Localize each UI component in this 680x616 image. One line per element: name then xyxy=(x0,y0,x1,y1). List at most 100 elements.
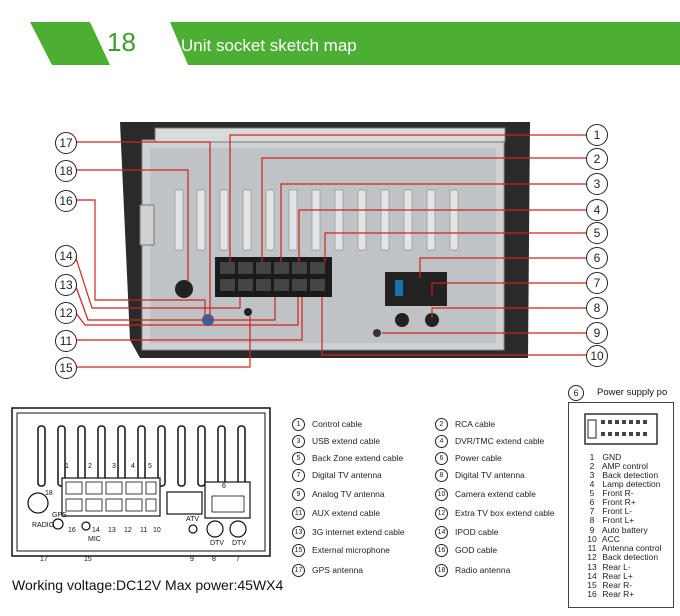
callout-13: 13 xyxy=(55,274,77,296)
callout-1: 1 xyxy=(586,124,608,146)
page-title: Unit socket sketch map xyxy=(181,36,357,55)
section-number: 18 xyxy=(107,27,136,57)
sketch-num-2: 2 xyxy=(88,463,92,470)
psu-pin-13: 13 Rear L- xyxy=(587,562,631,572)
callout-17: 17 xyxy=(55,132,77,154)
callout-8: 8 xyxy=(586,297,608,319)
psu-pin-9: 9 Auto battery xyxy=(589,525,648,535)
callout-18: 18 xyxy=(55,160,77,182)
callout-3: 3 xyxy=(586,173,608,195)
sketch-gps-port xyxy=(52,518,64,530)
sketch-atv-port xyxy=(188,524,198,534)
power-connector xyxy=(385,272,447,306)
callout-7: 7 xyxy=(586,272,608,294)
psu-pin-15: 15 Rear R- xyxy=(587,580,633,590)
sketch-num-7: 7 xyxy=(236,556,240,563)
psu-pin-5: 5 Front R- xyxy=(589,488,634,498)
chassis-plate xyxy=(150,148,496,343)
psu-pin-1: 1 GND xyxy=(589,452,622,462)
sketch-gps-label: GPS xyxy=(52,512,67,519)
callout-5: 5 xyxy=(586,222,608,244)
psu-pin-7: 7 Front L- xyxy=(589,506,633,516)
sketch-dtv-port-1 xyxy=(206,520,224,538)
unit-sketch xyxy=(11,407,271,557)
sketch-num-10: 10 xyxy=(153,527,161,534)
power-connector-drawing xyxy=(584,413,658,445)
sketch-radio-label: RADIO xyxy=(32,522,55,529)
sketch-radio-port xyxy=(27,492,49,514)
sketch-num-8: 8 xyxy=(212,556,216,563)
callout-6: 6 xyxy=(586,247,608,269)
power-supply-title: Power supply po xyxy=(597,387,668,398)
psu-pin-2: 2 AMP control xyxy=(589,461,649,471)
callout-14: 14 xyxy=(55,245,77,267)
psu-pin-8: 8 Front L+ xyxy=(589,515,635,525)
psu-pin-10: 10 ACC xyxy=(587,534,620,544)
header-banner xyxy=(30,20,680,65)
sketch-fins xyxy=(37,425,246,487)
psu-pin-11: 11 Antenna control xyxy=(587,543,662,553)
callout-2: 2 xyxy=(586,148,608,170)
sketch-num-6: 6 xyxy=(222,483,226,490)
sketch-num-1: 1 xyxy=(65,463,69,470)
power-supply-panel xyxy=(568,402,674,608)
dtv-port-2 xyxy=(425,313,439,327)
psu-pin-14: 14 Rear L+ xyxy=(587,571,633,581)
psu-pin-4: 4 Lamp detection xyxy=(589,479,661,489)
sketch-num-11: 11 xyxy=(140,527,148,534)
mic-port xyxy=(244,308,252,316)
sketch-connector-block xyxy=(61,477,161,517)
voltage-spec: Working voltage:DC12V Max power:45WX4 xyxy=(12,577,284,593)
callout-4: 4 xyxy=(586,199,608,221)
sketch-dtv-label-1: DTV xyxy=(210,540,224,547)
sketch-num-9: 9 xyxy=(190,556,194,563)
sketch-num-13: 13 xyxy=(108,527,116,534)
sketch-num-18: 18 xyxy=(45,490,53,497)
radio-antenna-port xyxy=(175,280,193,298)
sketch-dtv-label-2: DTV xyxy=(232,540,246,547)
sketch-mic-label: MIC xyxy=(88,536,101,543)
sketch-num-17: 17 xyxy=(40,556,48,563)
psu-pin-6: 6 Front R+ xyxy=(589,497,636,507)
sketch-num-16: 16 xyxy=(68,527,76,534)
sketch-dtv-port-2 xyxy=(229,520,247,538)
sketch-num-5: 5 xyxy=(148,463,152,470)
sketch-atv-label: ATV xyxy=(186,516,200,523)
callout-9: 9 xyxy=(586,322,608,344)
callout-16: 16 xyxy=(55,190,77,212)
sketch-mic-port xyxy=(81,521,91,531)
sketch-num-4: 4 xyxy=(131,463,135,470)
callout-15: 15 xyxy=(55,357,77,379)
power-supply-number: 6 xyxy=(568,385,584,401)
psu-pin-12: 12 Back detection xyxy=(587,552,659,562)
heatsink-fins xyxy=(174,189,459,251)
banner-shape xyxy=(30,22,680,65)
callout-12: 12 xyxy=(55,302,77,324)
unit-rear-view xyxy=(74,122,586,368)
atv-port xyxy=(373,329,381,337)
psu-pin-16: 16 Rear R+ xyxy=(587,589,635,599)
sketch-num-3: 3 xyxy=(112,463,116,470)
psu-pin-3: 3 Back detection xyxy=(589,470,659,480)
sketch-num-12: 12 xyxy=(124,527,132,534)
sketch-num-15: 15 xyxy=(84,556,92,563)
leader-lines xyxy=(74,134,586,368)
